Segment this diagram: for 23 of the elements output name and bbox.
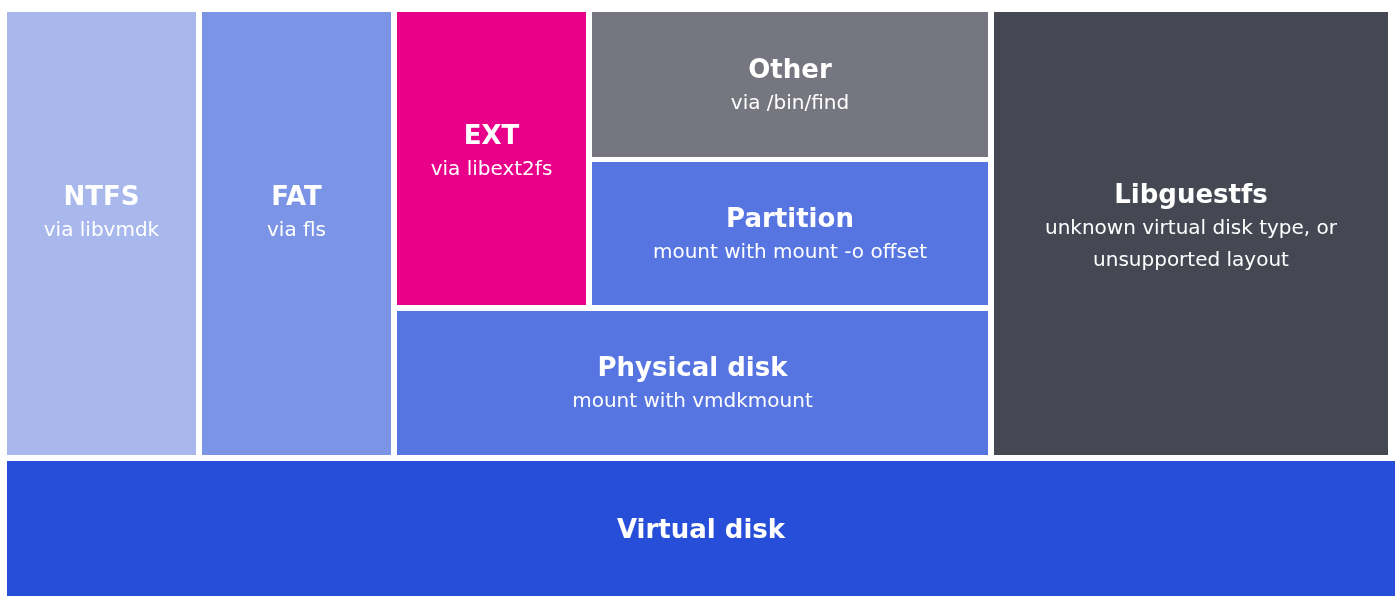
block <box>397 12 586 305</box>
block-description: via libext2fs <box>430 154 553 182</box>
block-description: mount with vmdkmount <box>572 387 813 414</box>
block-title: Other <box>748 52 832 86</box>
block <box>7 12 196 455</box>
block-title: Libguestfs <box>1114 177 1268 211</box>
block-title: Virtual disk <box>616 512 786 546</box>
block-description: mount with mount -o offset <box>652 237 928 265</box>
block-title: EXT <box>463 118 520 152</box>
block-description: via libvmdk <box>43 215 160 243</box>
block-title: Physical disk <box>597 351 788 384</box>
block <box>592 162 988 305</box>
block-description: via /bin/find <box>730 88 850 116</box>
block-description: via fls <box>267 215 326 243</box>
block-title: Partition <box>726 201 854 235</box>
block <box>7 461 1395 596</box>
block-description: unknown virtual disk type, or unsupported layout <box>1044 213 1338 273</box>
block <box>994 12 1388 455</box>
block-title: FAT <box>271 179 322 213</box>
block <box>592 12 988 157</box>
block <box>397 311 988 455</box>
block-title: NTFS <box>63 179 140 213</box>
block <box>202 12 391 455</box>
